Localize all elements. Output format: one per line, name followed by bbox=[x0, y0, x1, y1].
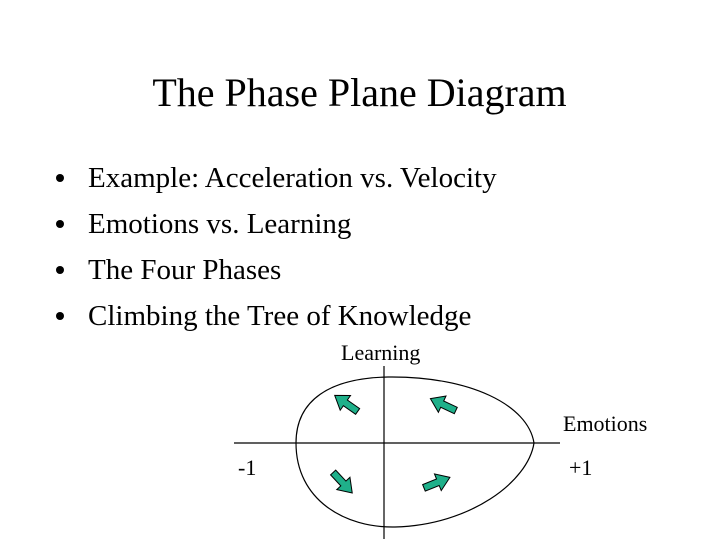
x-axis-label: Emotions bbox=[563, 411, 648, 436]
bullet-text: Emotions vs. Learning bbox=[88, 208, 352, 240]
arrow-lower-right-shape bbox=[421, 473, 451, 492]
bullet-dot-icon bbox=[56, 312, 64, 320]
arrow-upper-left bbox=[333, 394, 361, 416]
bullet-dot-icon bbox=[56, 174, 64, 182]
arrow-lower-left bbox=[329, 469, 353, 494]
arrow-layer bbox=[329, 394, 458, 494]
bullet-dot-icon bbox=[56, 266, 64, 274]
bullet-text: Climbing the Tree of Knowledge bbox=[88, 300, 472, 332]
arrow-upper-right bbox=[429, 395, 458, 415]
y-axis-label: Learning bbox=[341, 340, 421, 365]
bullet-dot-icon bbox=[56, 220, 64, 228]
arrow-upper-right-shape bbox=[429, 395, 458, 415]
phase-cycle-curve bbox=[295, 376, 535, 528]
x-min-label: -1 bbox=[238, 455, 257, 480]
arrow-lower-right bbox=[421, 473, 451, 492]
arrow-upper-left-shape bbox=[333, 394, 361, 416]
arrow-lower-left-shape bbox=[329, 469, 353, 494]
bullet-text: The Four Phases bbox=[88, 254, 282, 286]
bullet-text: Example: Acceleration vs. Velocity bbox=[88, 162, 497, 194]
slide-title: The Phase Plane Diagram bbox=[152, 70, 567, 115]
x-max-label: +1 bbox=[569, 455, 593, 480]
